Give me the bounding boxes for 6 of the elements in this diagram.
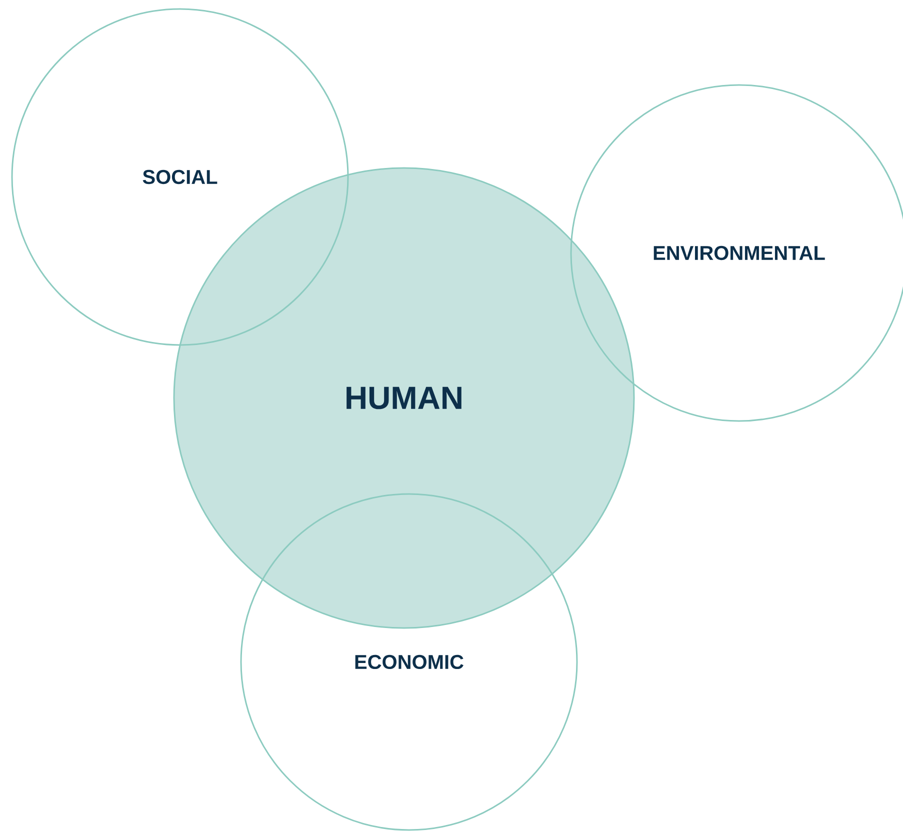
circle-label: ENVIRONMENTAL bbox=[654, 246, 825, 260]
circle-label: ECONOMIC bbox=[355, 654, 464, 670]
circle-label: SOCIAL bbox=[142, 170, 218, 184]
circle bbox=[240, 493, 578, 831]
circle bbox=[11, 8, 349, 346]
circle-label: HUMAN bbox=[346, 386, 462, 410]
